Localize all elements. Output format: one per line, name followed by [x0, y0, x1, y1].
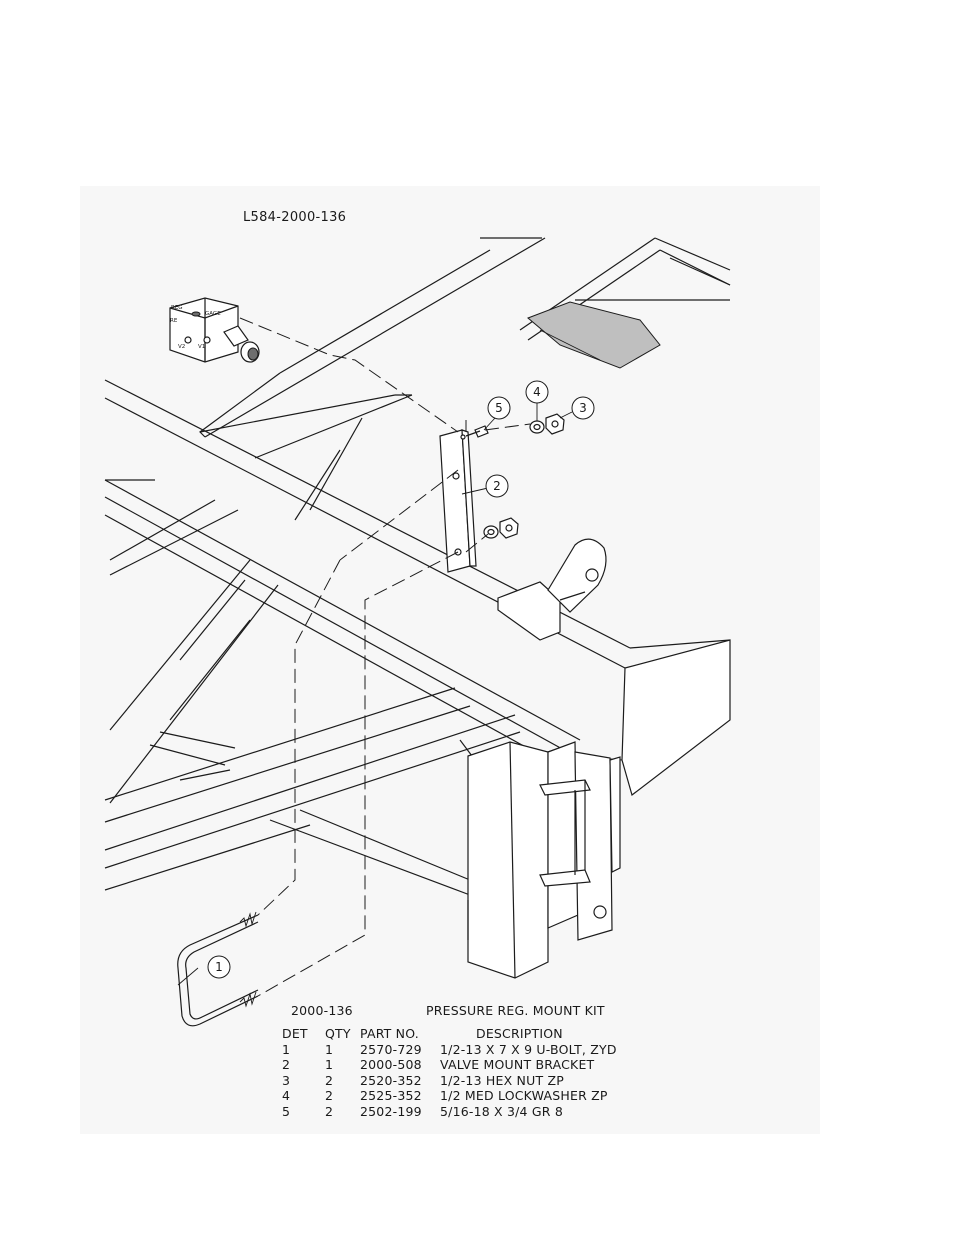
header-part-no: PART NO. — [360, 1026, 419, 1041]
row-qty: 1 — [325, 1057, 333, 1072]
header-qty: QTY — [325, 1026, 351, 1041]
row-qty: 1 — [325, 1042, 333, 1057]
valve-label-re: RE — [170, 318, 178, 324]
header-description: DESCRIPTION — [476, 1026, 563, 1041]
row-det: 1 — [282, 1042, 290, 1057]
row-description: 1/2-13 HEX NUT ZP — [440, 1073, 564, 1088]
drawing-number: L584-2000-136 — [243, 210, 346, 225]
valve-label-reg: REG — [171, 305, 183, 311]
valve-label-gage: GAGE — [205, 311, 221, 317]
valve-label-v2: V2 — [178, 344, 185, 350]
row-qty: 2 — [325, 1088, 333, 1103]
rear-frame — [200, 238, 730, 437]
balloon-4-label: 4 — [533, 385, 541, 399]
vertical-post — [468, 742, 620, 978]
balloon-3-label: 3 — [579, 401, 587, 415]
hardware — [466, 414, 564, 538]
row-part-no: 2502-199 — [360, 1104, 422, 1119]
kit-number: 2000-136 — [291, 1003, 353, 1018]
row-part-no: 2000-508 — [360, 1057, 422, 1072]
row-part-no: 2525-352 — [360, 1088, 422, 1103]
hitch-clevis — [498, 539, 606, 640]
row-description: 5/16-18 X 3/4 GR 8 — [440, 1104, 563, 1119]
row-det: 2 — [282, 1057, 290, 1072]
row-description: 1/2-13 X 7 X 9 U-BOLT, ZYD — [440, 1042, 617, 1057]
row-qty: 2 — [325, 1073, 333, 1088]
balloon-1-label: 1 — [215, 960, 223, 974]
row-part-no: 2520-352 — [360, 1073, 422, 1088]
valve-label-v1: V1 — [198, 344, 205, 350]
row-qty: 2 — [325, 1104, 333, 1119]
row-det: 5 — [282, 1104, 290, 1119]
header-det: DET — [282, 1026, 308, 1041]
balloon-5-label: 5 — [495, 401, 503, 415]
row-description: 1/2 MED LOCKWASHER ZP — [440, 1088, 608, 1103]
row-part-no: 2570-729 — [360, 1042, 422, 1057]
valve-mount-bracket — [440, 430, 476, 572]
pressure-regulator-valve: REG GAGE RE V2 V1 — [170, 298, 259, 362]
row-det: 4 — [282, 1088, 290, 1103]
row-det: 3 — [282, 1073, 290, 1088]
kit-title: PRESSURE REG. MOUNT KIT — [426, 1003, 605, 1018]
balloon-2-label: 2 — [493, 479, 501, 493]
row-description: VALVE MOUNT BRACKET — [440, 1057, 594, 1072]
